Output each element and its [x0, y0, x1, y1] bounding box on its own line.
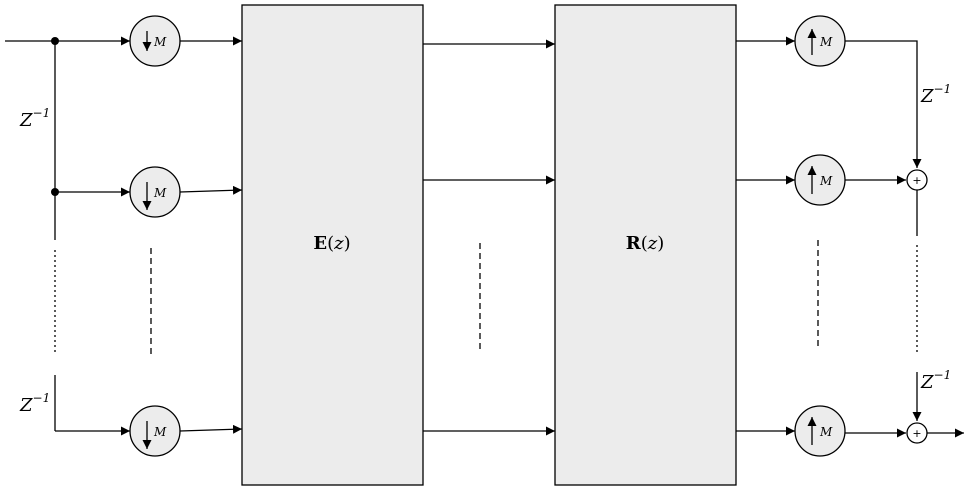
adder-1: +	[906, 169, 928, 191]
to-e-line-3	[179, 424, 243, 434]
decimator-3: M	[129, 405, 181, 457]
delay-label-right-1: Z−1	[920, 82, 951, 107]
top-output-path	[845, 40, 922, 168]
adder-1-symbol: +	[912, 174, 921, 187]
synthesis-block	[554, 4, 737, 486]
synthesis-block-label: R(z)	[626, 233, 665, 254]
expander-3-label: M	[819, 425, 833, 439]
analysis-block-label: E(z)	[313, 233, 350, 254]
adder-2-symbol: +	[912, 427, 921, 440]
adder-2: +	[906, 422, 928, 444]
analysis-block	[241, 4, 424, 486]
expander-3: M	[794, 405, 846, 457]
expander-1: M	[794, 15, 846, 67]
delay-label-right-2: Z−1	[920, 368, 951, 393]
expander-2-label: M	[819, 174, 833, 188]
expander-1-label: M	[819, 35, 833, 49]
delay-label-left-1: Z−1	[19, 106, 50, 131]
decimator-1: M	[129, 15, 181, 67]
decimator-3-label: M	[153, 425, 167, 439]
decimator-2: M	[129, 166, 181, 218]
expander-2: M	[794, 154, 846, 206]
decimator-2-label: M	[153, 186, 167, 200]
to-e-line-2	[179, 185, 243, 195]
decimator-1-label: M	[153, 35, 167, 49]
delay-label-left-2: Z−1	[19, 391, 50, 416]
